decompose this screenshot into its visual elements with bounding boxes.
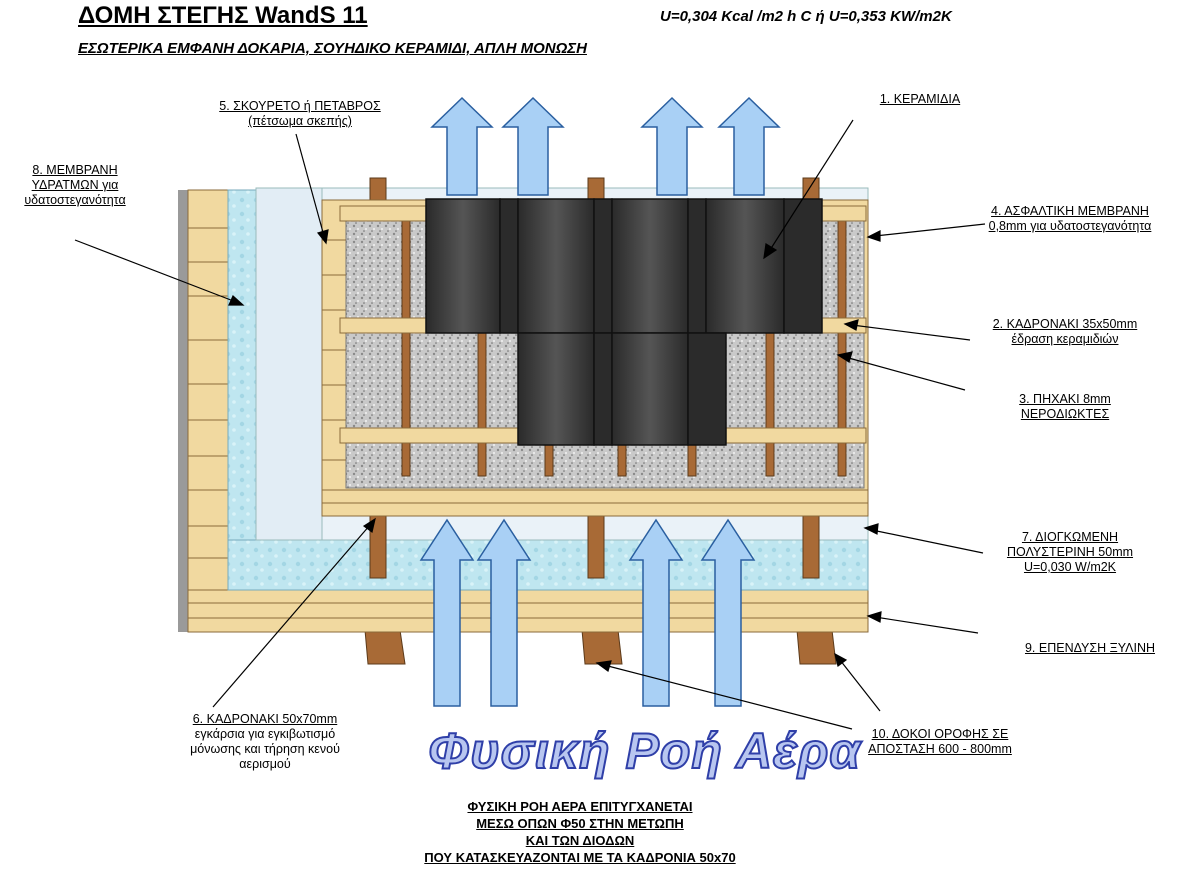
page-title: ΔΟΜΗ ΣΤΕΓΗΣ WandS 11: [78, 2, 368, 29]
label-wood-cladding: 9. ΕΠΕΝΔΥΣΗ ΞΥΛΙΝΗ: [1024, 641, 1156, 655]
wood-cladding: [187, 189, 869, 633]
page-subtitle: ΕΣΩΤΕΡΙΚΑ ΕΜΦΑΝΗ ΔΟΚΑΡΙΑ, ΣΟΥΗΔΙΚΟ ΚΕΡΑΜ…: [78, 40, 587, 57]
roof-tiles: [425, 198, 823, 446]
leader-lines: [74, 119, 986, 730]
u-value: U=0,304 Kcal /m2 h C ή U=0,353 KW/m2K: [660, 8, 952, 25]
air-outflow-arrows: [430, 96, 781, 196]
label-tiles: 1. ΚΕΡΑΜΙΔΙΑ: [879, 92, 961, 106]
label-decking: 5. ΣΚΟΥΡΕΤΟ ή ΠΕΤΑΒΡΟΣ(πέτσωμα σκεπής): [219, 99, 381, 128]
air-inflow-arrows: [419, 518, 756, 707]
natural-airflow-heading: Φυσική Ροή Αέρα: [427, 722, 862, 780]
